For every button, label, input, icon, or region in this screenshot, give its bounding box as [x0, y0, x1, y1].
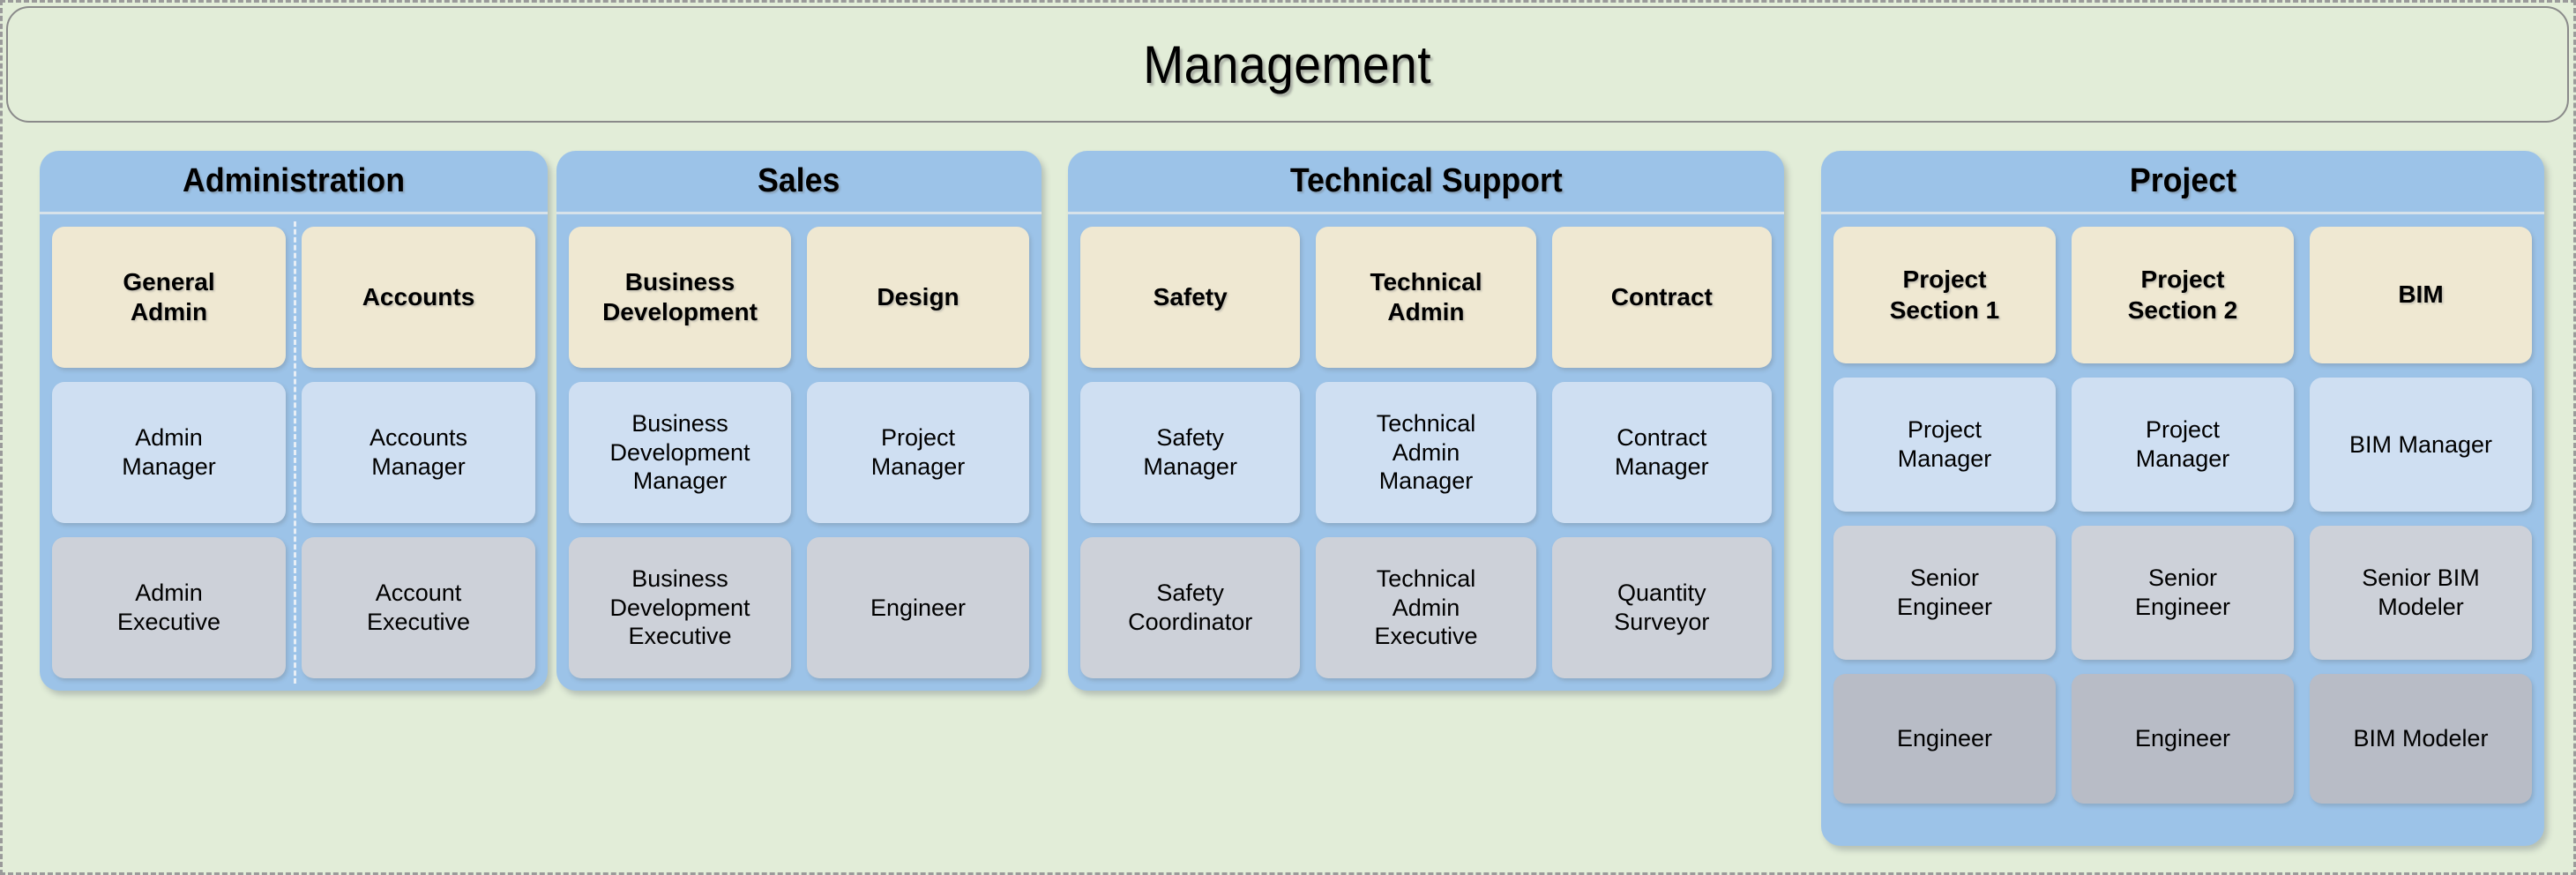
role-card[interactable]: Senior Engineer: [2072, 526, 2294, 660]
role-card[interactable]: BIM Modeler: [2310, 674, 2532, 804]
department-title: Technical Support: [1289, 162, 1563, 199]
unit-card[interactable]: Contract: [1551, 227, 1772, 368]
unit-card[interactable]: Project Section 1: [1833, 227, 2056, 363]
role-card[interactable]: Admin Manager: [52, 382, 286, 523]
department-header: Sales: [556, 151, 1042, 214]
department-title: Sales: [758, 162, 840, 199]
role-card[interactable]: Contract Manager: [1551, 382, 1772, 523]
role-card[interactable]: Quantity Surveyor: [1551, 537, 1772, 678]
department-title: Administration: [182, 162, 406, 199]
role-card[interactable]: Business Development Executive: [569, 537, 791, 678]
role-card[interactable]: Project Manager: [2072, 378, 2294, 512]
unit-card[interactable]: Accounts: [302, 227, 535, 368]
role-card[interactable]: Account Executive: [302, 537, 535, 678]
department-header: Project: [1821, 151, 2544, 214]
role-card[interactable]: Project Manager: [1833, 378, 2056, 512]
role-card[interactable]: Technical Admin Manager: [1316, 382, 1536, 523]
role-card[interactable]: Engineer: [807, 537, 1029, 678]
role-card[interactable]: Safety Manager: [1080, 382, 1301, 523]
unit-card[interactable]: Safety: [1080, 227, 1301, 368]
department-header: Administration: [40, 151, 548, 214]
role-card[interactable]: Technical Admin Executive: [1316, 537, 1536, 678]
unit-card[interactable]: General Admin: [52, 227, 286, 368]
role-card[interactable]: Senior Engineer: [1833, 526, 2056, 660]
role-card[interactable]: Engineer: [1833, 674, 2056, 804]
unit-card[interactable]: Design: [807, 227, 1029, 368]
role-card[interactable]: BIM Manager: [2310, 378, 2532, 512]
role-card[interactable]: Safety Coordinator: [1080, 537, 1301, 678]
department-title: Project: [2129, 162, 2236, 199]
role-card[interactable]: Engineer: [2072, 674, 2294, 804]
management-banner: Management: [6, 6, 2569, 123]
role-card[interactable]: Admin Executive: [52, 537, 286, 678]
unit-card[interactable]: Project Section 2: [2072, 227, 2294, 363]
page-title: Management: [1143, 34, 1432, 94]
role-card[interactable]: Business Development Manager: [569, 382, 791, 523]
department-header: Technical Support: [1068, 151, 1784, 214]
unit-card[interactable]: Business Development: [569, 227, 791, 368]
unit-card[interactable]: BIM: [2310, 227, 2532, 363]
role-card[interactable]: Project Manager: [807, 382, 1029, 523]
role-card[interactable]: Accounts Manager: [302, 382, 535, 523]
unit-card[interactable]: Technical Admin: [1316, 227, 1536, 368]
sub-column-divider: [294, 221, 296, 684]
role-card[interactable]: Senior BIM Modeler: [2310, 526, 2532, 660]
